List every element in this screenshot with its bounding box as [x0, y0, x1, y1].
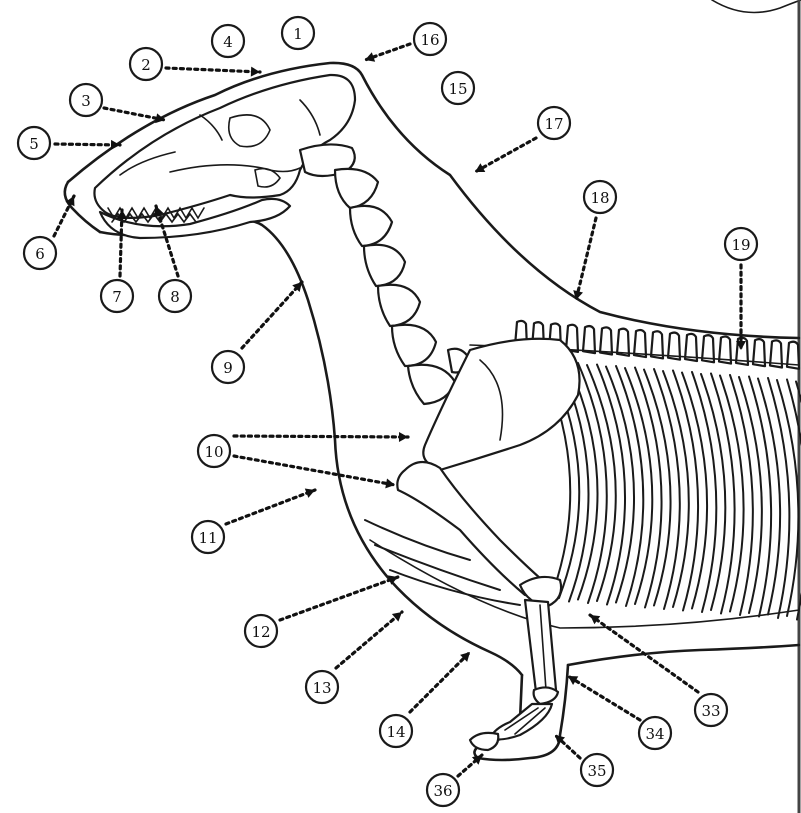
- rib: [635, 368, 662, 608]
- badge-number: 2: [141, 56, 151, 74]
- label-badge-13: 13: [306, 671, 338, 703]
- label-badge-4: 4: [212, 25, 244, 57]
- leader-line: [242, 282, 302, 348]
- label-badge-19: 19: [725, 228, 757, 260]
- page-corner-arc: [712, 0, 801, 13]
- label-badge-15: 15: [442, 72, 474, 104]
- label-badge-35: 35: [581, 754, 613, 786]
- belly-outline: [568, 645, 799, 665]
- cervical-c5: [378, 285, 420, 326]
- cervical-c3: [350, 206, 392, 246]
- leader-line: [166, 68, 260, 72]
- leader-line: [568, 676, 640, 720]
- badge-number: 1: [293, 25, 303, 43]
- badge-number: 17: [544, 115, 563, 133]
- leader-line: [104, 108, 165, 120]
- badge-number: 8: [170, 288, 180, 306]
- label-badge-5: 5: [18, 127, 50, 159]
- cervical-c2: [335, 169, 378, 208]
- rib: [673, 371, 698, 611]
- badge-number: 36: [433, 782, 452, 800]
- badge-number: 9: [223, 359, 233, 377]
- label-badge-2: 2: [130, 48, 162, 80]
- badge-number: 6: [35, 245, 45, 263]
- badge-number: 19: [731, 236, 750, 254]
- label-badge-11: 11: [192, 521, 224, 553]
- badge-number: 5: [29, 135, 39, 153]
- label-badge-18: 18: [584, 181, 616, 213]
- leader-line: [280, 577, 398, 620]
- badge-number: 15: [448, 80, 467, 98]
- leader-line: [410, 652, 470, 712]
- label-badge-10: 10: [198, 435, 230, 467]
- badge-number: 10: [204, 443, 223, 461]
- spinous-process: [617, 329, 629, 356]
- phalanges: [470, 733, 498, 750]
- label-badge-3: 3: [70, 84, 102, 116]
- leader-arrowhead: [111, 140, 120, 150]
- leader-line: [336, 612, 402, 668]
- carpus: [534, 687, 558, 704]
- label-badge-14: 14: [380, 715, 412, 747]
- label-badge-36: 36: [427, 774, 459, 806]
- badge-number: 13: [312, 679, 331, 697]
- label-badge-33: 33: [695, 694, 727, 726]
- badge-number: 34: [645, 725, 664, 743]
- badge-number: 11: [198, 529, 217, 547]
- leader-arrowhead: [399, 432, 408, 442]
- cervical-c4: [364, 245, 405, 286]
- badge-number: 14: [386, 723, 405, 741]
- leader-line: [576, 218, 596, 300]
- leader-arrowhead: [251, 67, 260, 77]
- label-badge-6: 6: [24, 237, 56, 269]
- cervical-c6: [392, 325, 436, 366]
- badge-number: 35: [587, 762, 606, 780]
- badge-number: 18: [590, 189, 609, 207]
- badge-number: 33: [701, 702, 720, 720]
- label-badge-8: 8: [159, 280, 191, 312]
- badge-number: 3: [81, 92, 91, 110]
- badge-number: 7: [112, 288, 122, 306]
- sternum: [370, 540, 799, 628]
- badge-number: 4: [223, 33, 233, 51]
- jaw-throat-outline: [100, 219, 390, 580]
- label-badge-7: 7: [101, 280, 133, 312]
- chest-underline: [390, 580, 522, 675]
- spinous-process: [600, 327, 612, 354]
- leader-arrowhead: [292, 282, 302, 292]
- spinous-process: [583, 326, 595, 353]
- label-badge-34: 34: [639, 717, 671, 749]
- leader-arrowhead: [472, 755, 482, 765]
- leader-line: [234, 436, 408, 437]
- badge-number: 12: [251, 623, 270, 641]
- humerus: [397, 462, 548, 596]
- label-badge-9: 9: [212, 351, 244, 383]
- rib: [654, 369, 680, 609]
- label-badge-16: 16: [414, 23, 446, 55]
- label-badge-12: 12: [245, 615, 277, 647]
- badge-number: 16: [420, 31, 439, 49]
- leader-line: [234, 456, 395, 485]
- label-badge-17: 17: [538, 107, 570, 139]
- leader-line: [475, 138, 536, 172]
- leader-line: [55, 144, 120, 145]
- label-badge-1: 1: [282, 17, 314, 49]
- leader-line: [226, 490, 315, 524]
